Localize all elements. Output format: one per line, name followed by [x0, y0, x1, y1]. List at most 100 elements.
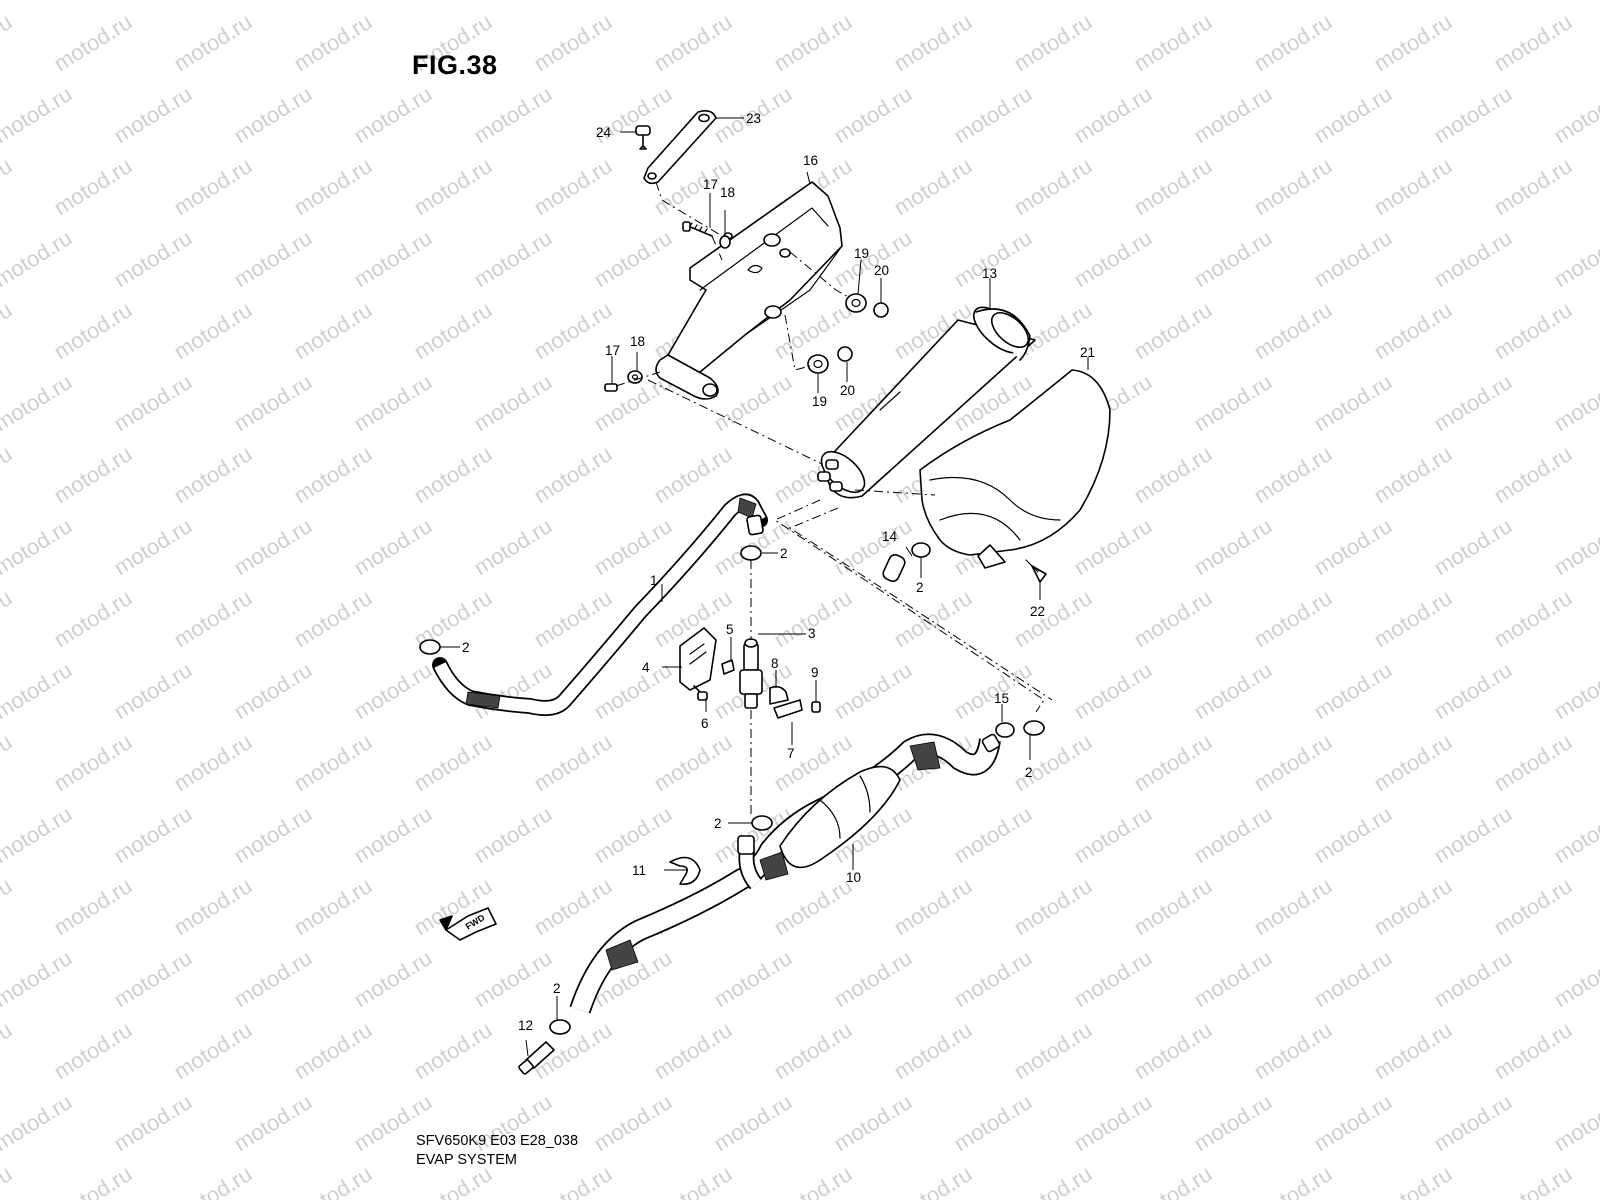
watermark-text: motod.ru	[589, 225, 676, 292]
watermark-text: motod.ru	[949, 81, 1036, 148]
watermark-text: motod.ru	[889, 873, 976, 940]
callout-9: 9	[811, 665, 819, 680]
watermark-text: motod.ru	[1429, 801, 1516, 868]
callout-12: 12	[518, 1018, 533, 1033]
watermark-text: motod.ru	[1249, 729, 1336, 796]
watermark-text: motod.ru	[109, 513, 196, 580]
watermark-text: motod.ru	[49, 585, 136, 652]
watermark-text: motod.ru	[0, 81, 76, 148]
watermark-text: motod.ru	[889, 9, 976, 76]
watermark-text: motod.ru	[289, 441, 376, 508]
watermark-text: motod.ru	[829, 945, 916, 1012]
watermark-text: motod.ru	[229, 0, 316, 4]
callout-15: 15	[994, 691, 1009, 706]
watermark-text: motod.ru	[829, 513, 916, 580]
watermark-text: motod.ru	[169, 441, 256, 508]
callout-3: 3	[808, 626, 816, 641]
callout-14: 14	[882, 529, 898, 544]
watermark-text: motod.ru	[49, 297, 136, 364]
watermark-text: motod.ru	[1309, 369, 1396, 436]
watermark-text: motod.ru	[1009, 873, 1096, 940]
watermark-text: motod.ru	[1129, 9, 1216, 76]
watermark-text: motod.ru	[1549, 945, 1600, 1012]
watermark-text: motod.ru	[649, 441, 736, 508]
watermark-text: motod.ru	[1489, 9, 1576, 76]
watermark-text: motod.ru	[1489, 873, 1576, 940]
watermark-text: motod.ru	[349, 81, 436, 148]
watermark-text: motod.ru	[829, 1089, 916, 1156]
watermark-text: motod.ru	[949, 657, 1036, 724]
watermark-text: motod.ru	[949, 225, 1036, 292]
watermark-text: motod.ru	[1549, 81, 1600, 148]
watermark-text: motod.ru	[1249, 441, 1336, 508]
watermark-text: motod.ru	[1189, 1089, 1276, 1156]
watermark-text: motod.ru	[469, 81, 556, 148]
watermark-text: motod.ru	[169, 873, 256, 940]
watermark-text: motod.ru	[1129, 585, 1216, 652]
watermark-text: motod.ru	[529, 729, 616, 796]
watermark-text: motod.ru	[1129, 729, 1216, 796]
watermark-text: motod.ru	[1249, 585, 1336, 652]
watermark-text: motod.ru	[1429, 225, 1516, 292]
watermark-text: motod.ru	[0, 1161, 16, 1200]
watermark-text: motod.ru	[1069, 513, 1156, 580]
watermark-text: motod.ru	[1069, 1089, 1156, 1156]
watermark-text: motod.ru	[1069, 225, 1156, 292]
callout-16: 16	[803, 153, 818, 168]
watermark-text: motod.ru	[1489, 441, 1576, 508]
watermark-text: motod.ru	[949, 945, 1036, 1012]
watermark-text: motod.ru	[0, 873, 16, 940]
watermark-text: motod.ru	[229, 1089, 316, 1156]
watermark-text: motod.ru	[169, 585, 256, 652]
watermark-text: motod.ru	[529, 585, 616, 652]
watermark-text: motod.ru	[1189, 945, 1276, 1012]
callout-13: 13	[982, 266, 997, 281]
watermark-text: motod.ru	[0, 297, 16, 364]
watermark-text: motod.ru	[649, 9, 736, 76]
watermark-text: motod.ru	[289, 9, 376, 76]
watermark-text: motod.ru	[709, 0, 796, 4]
watermark-text: motod.ru	[349, 369, 436, 436]
watermark-text: motod.ru	[409, 441, 496, 508]
watermark-text: motod.ru	[109, 225, 196, 292]
watermark-text: motod.ru	[0, 729, 16, 796]
callout-4: 4	[642, 660, 650, 675]
watermark-text: motod.ru	[349, 945, 436, 1012]
watermark-text: motod.ru	[1309, 513, 1396, 580]
hose-1	[432, 493, 768, 716]
watermark-text: motod.ru	[0, 1089, 76, 1156]
callout-21: 21	[1080, 345, 1095, 360]
watermark-text: motod.ru	[829, 0, 916, 4]
watermark-text: motod.ru	[1369, 153, 1456, 220]
watermark-text: motod.ru	[1009, 585, 1096, 652]
watermark-text: motod.ru	[49, 1161, 136, 1200]
watermark-text: motod.ru	[0, 9, 16, 76]
watermark-text: motod.ru	[409, 297, 496, 364]
callout-11: 11	[632, 863, 646, 878]
watermark-text: motod.ru	[229, 657, 316, 724]
watermark-text: motod.ru	[949, 801, 1036, 868]
watermark-text: motod.ru	[1129, 153, 1216, 220]
watermark-text: motod.ru	[469, 801, 556, 868]
watermark-text: motod.ru	[289, 1017, 376, 1084]
watermark-text: motod.ru	[1369, 1161, 1456, 1200]
watermark-text: motod.ru	[1309, 0, 1396, 4]
watermark-text: motod.ru	[0, 657, 76, 724]
watermark-text: motod.ru	[289, 729, 376, 796]
watermark-text: motod.ru	[709, 1089, 796, 1156]
forward-direction-marker: FWD	[439, 907, 497, 941]
watermark-text: motod.ru	[409, 729, 496, 796]
watermark-text: motod.ru	[529, 1161, 616, 1200]
watermark-text: motod.ru	[1549, 513, 1600, 580]
watermark-text: motod.ru	[1489, 729, 1576, 796]
watermark-text: motod.ru	[769, 873, 856, 940]
watermark-text: motod.ru	[1309, 1089, 1396, 1156]
purge-valve	[679, 560, 821, 816]
watermark-text: motod.ru	[1369, 9, 1456, 76]
watermark-text: motod.ru	[349, 225, 436, 292]
watermark-text: motod.ru	[349, 657, 436, 724]
watermark-text: motod.ru	[1489, 1017, 1576, 1084]
callout-24: 24	[596, 125, 612, 140]
watermark-text: motod.ru	[469, 225, 556, 292]
watermark-text: motod.ru	[1369, 729, 1456, 796]
